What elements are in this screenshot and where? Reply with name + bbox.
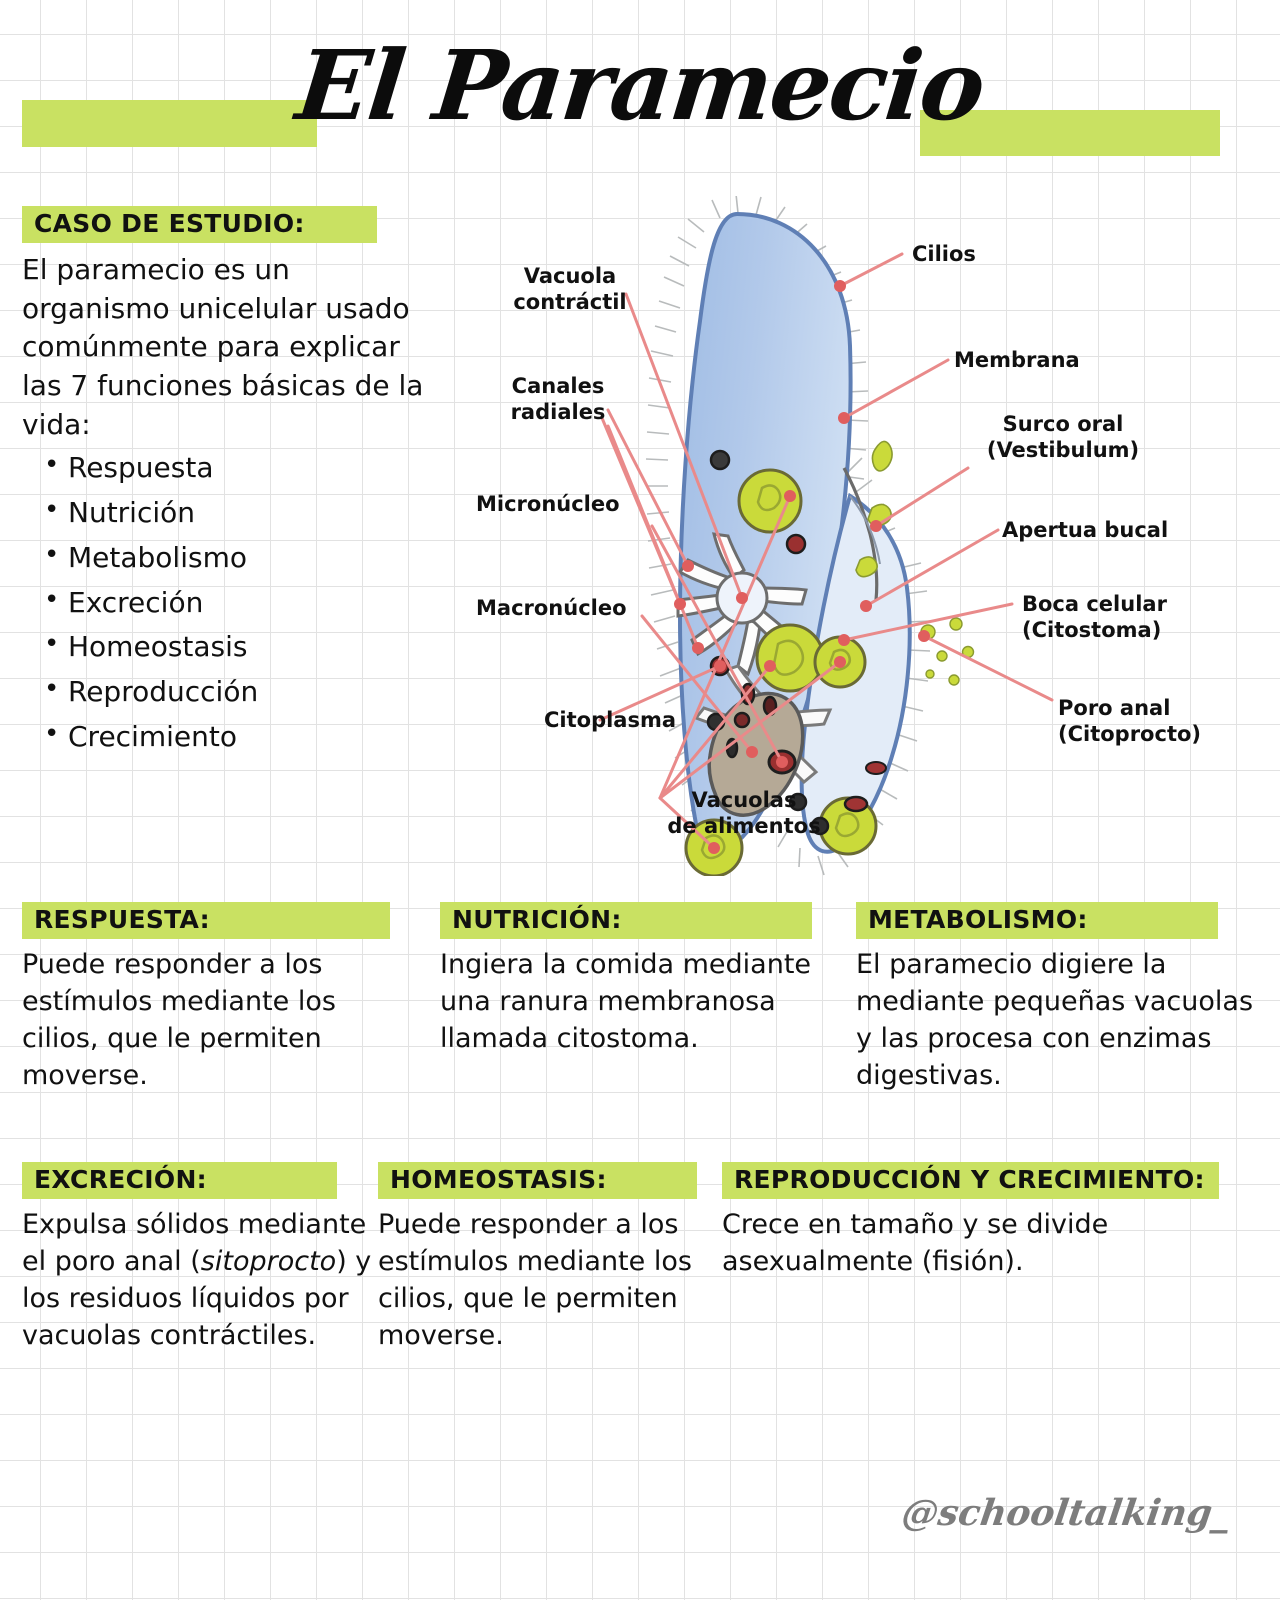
diagram-label-cilios: Cilios xyxy=(912,242,976,266)
section-respuesta: RESPUESTA: Puede responder a los estímul… xyxy=(22,902,402,1095)
diagram-label-micronucleo: Micronúcleo xyxy=(476,492,620,516)
diagram-label-poro-anal: Poro anal (Citoprocto) xyxy=(1058,696,1202,746)
section-text-homeostasis: Puede responder a los estímulos mediante… xyxy=(378,1209,692,1351)
case-study-paragraph: El paramecio es un organismo unicelular … xyxy=(22,253,424,441)
list-item: Nutrición xyxy=(44,490,442,536)
section-excrecion: EXCRECIÓN: Expulsa sólidos mediante el p… xyxy=(22,1162,372,1355)
list-item: Metabolismo xyxy=(44,535,442,581)
section-text-reproduccion: Crece en tamaño y se divide asexualmente… xyxy=(722,1209,1109,1277)
diagram-label-surco-oral: Surco oral (Vestibulum) xyxy=(986,412,1140,462)
section-homeostasis: HOMEOSTASIS: Puede responder a los estím… xyxy=(378,1162,708,1355)
list-item: Respuesta xyxy=(44,445,442,491)
section-metabolismo: METABOLISMO: El paramecio digiere la med… xyxy=(856,902,1256,1095)
diagram-label-macronucleo: Macronúcleo xyxy=(476,596,627,620)
section-header-respuesta: RESPUESTA: xyxy=(22,902,390,939)
list-item: Crecimiento xyxy=(44,714,442,760)
title-highlight-bar-left xyxy=(22,100,317,147)
title-highlight-bar-right xyxy=(920,110,1220,156)
excrecion-text-after: ) y los residuos líquidos por vacuolas c… xyxy=(22,1245,372,1351)
list-item: Reproducción xyxy=(44,669,442,715)
section-nutricion: NUTRICIÓN: Ingiera la comida mediante un… xyxy=(440,902,820,1058)
watermark-handle: @schooltalking_ xyxy=(899,1492,1233,1534)
section-header-nutricion: NUTRICIÓN: xyxy=(440,902,812,939)
section-header-reproduccion: REPRODUCCIÓN Y CRECIMIENTO: xyxy=(722,1162,1219,1199)
diagram-label-vacuola-contractil: Vacuola contráctil xyxy=(513,264,627,314)
section-text-metabolismo: El paramecio digiere la mediante pequeña… xyxy=(856,949,1254,1091)
section-header-homeostasis: HOMEOSTASIS: xyxy=(378,1162,697,1199)
excrecion-term-italic: sitoprocto xyxy=(200,1245,337,1277)
page-title: El Paramecio xyxy=(291,29,989,142)
pointer-dots xyxy=(674,280,930,854)
diagram-label-boca-celular: Boca celular (Citostoma) xyxy=(1022,592,1167,642)
cilia-fringe xyxy=(645,196,931,876)
page-header: El Paramecio xyxy=(0,18,1280,156)
section-header-metabolismo: METABOLISMO: xyxy=(856,902,1218,939)
diagram-label-citoplasma: Citoplasma xyxy=(544,708,677,732)
excrecion-text-before: Expulsa sólidos mediante el poro anal ( xyxy=(22,1209,367,1277)
diagram-label-vacuolas-alimentos: Vacuolas de alimentos xyxy=(667,788,821,838)
section-text-excrecion: Expulsa sólidos mediante el poro anal (s… xyxy=(22,1207,372,1355)
case-study-block: CASO DE ESTUDIO: El paramecio es un orga… xyxy=(22,206,442,760)
list-item: Homeostasis xyxy=(44,624,442,670)
paramecium-diagram: Vacuola contráctil Canales radiales Micr… xyxy=(452,196,1252,876)
section-header-excrecion: EXCRECIÓN: xyxy=(22,1162,337,1199)
list-item: Excreción xyxy=(44,580,442,626)
section-text-respuesta: Puede responder a los estímulos mediante… xyxy=(22,949,336,1091)
cytoplasm-granules xyxy=(706,449,887,836)
oral-groove xyxy=(842,467,881,601)
case-study-header: CASO DE ESTUDIO: xyxy=(22,206,377,243)
diagram-label-canales-radiales: Canales radiales xyxy=(510,374,606,424)
section-text-nutricion: Ingiera la comida mediante una ranura me… xyxy=(440,949,812,1054)
pointer-lines xyxy=(598,252,1054,850)
diagram-label-apertura-bucal: Apertua bucal xyxy=(1002,518,1169,542)
paramecium-illustration xyxy=(598,196,1054,876)
section-reproduccion-crecimiento: REPRODUCCIÓN Y CRECIMIENTO: Crece en tam… xyxy=(722,1162,1242,1281)
diagram-label-membrana: Membrana xyxy=(954,348,1080,372)
life-functions-list: Respuesta Nutrición Metabolismo Excreció… xyxy=(22,445,442,760)
